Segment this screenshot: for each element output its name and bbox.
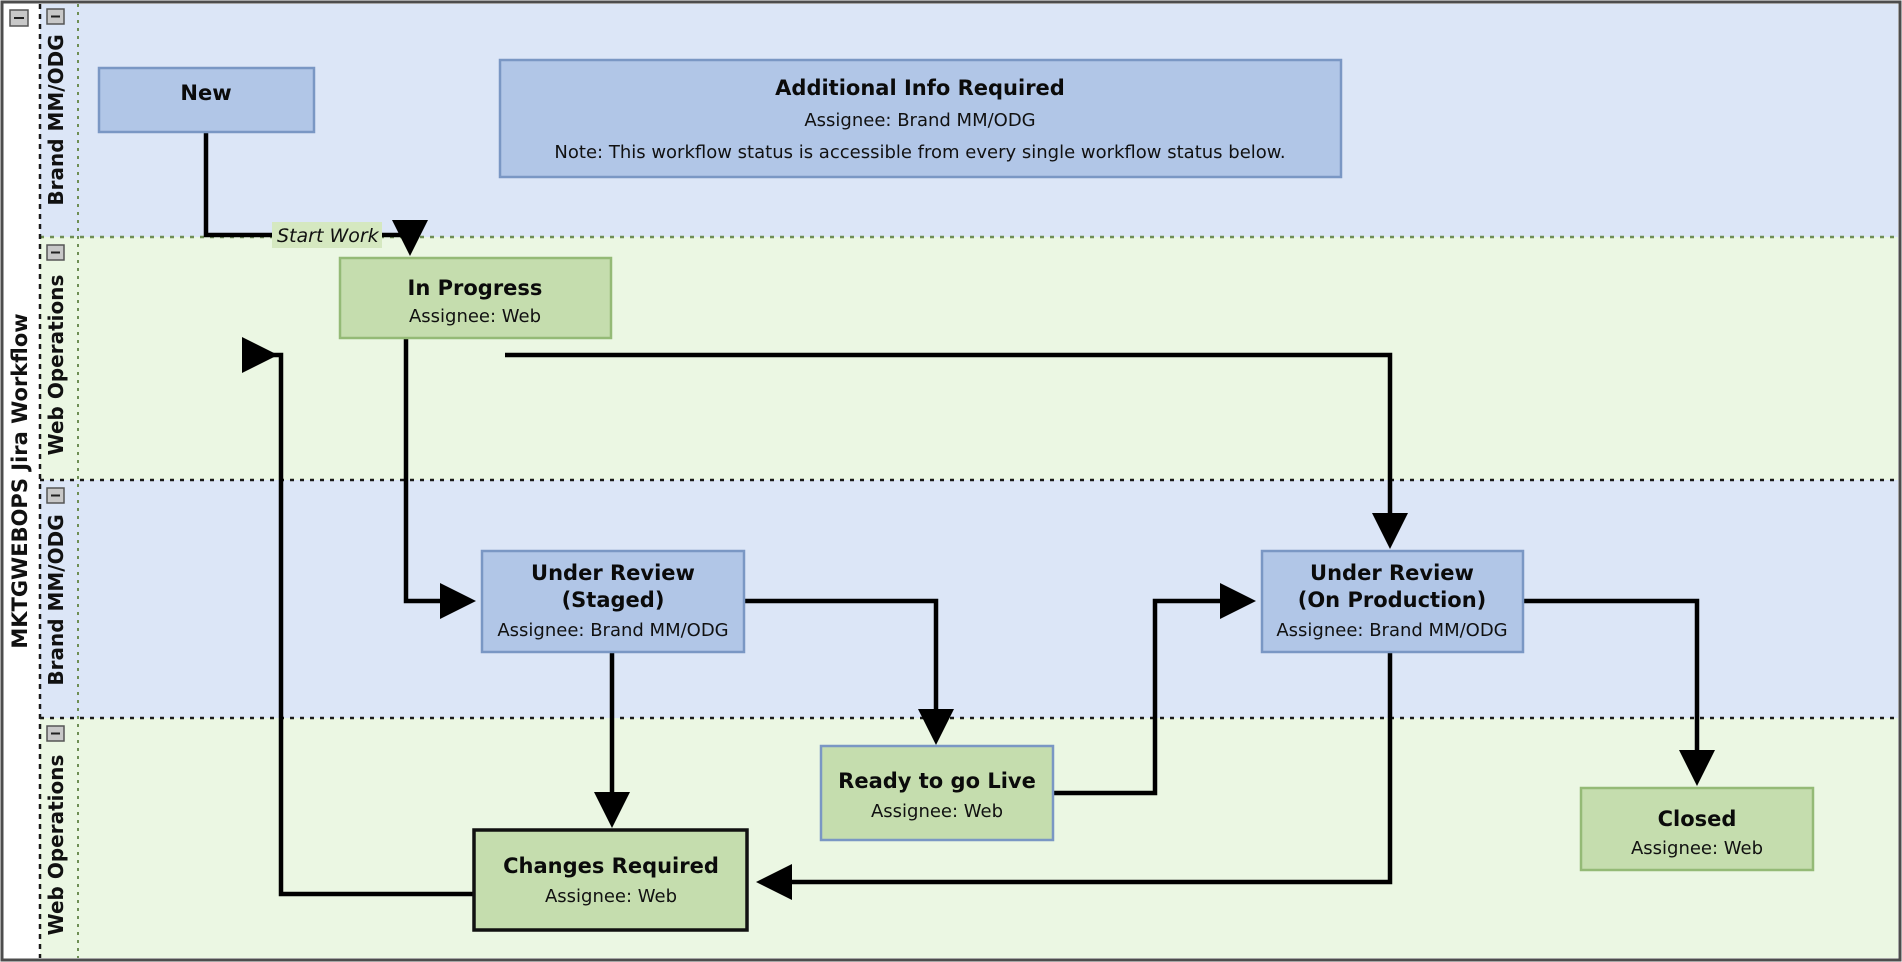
pool-collapse-icon[interactable] (9, 9, 29, 27)
node-additional-info-title: Additional Info Required (775, 76, 1065, 100)
node-new[interactable]: New (97, 66, 316, 134)
lane-label-brand-1: Brand MM/ODG (44, 34, 68, 205)
node-additional-info-assignee: Assignee: Brand MM/ODG (804, 110, 1035, 131)
lane-header-brand-1: Brand MM/ODG (44, 34, 68, 205)
node-under-review-staged-assignee: Assignee: Brand MM/ODG (497, 620, 728, 641)
edge-in-progress-to-production (505, 352, 1408, 549)
pool-title: MKTGWEBOPS Jira Workflow (8, 313, 32, 648)
node-ready-to-go-live-title: Ready to go Live (838, 769, 1036, 793)
node-in-progress-title: In Progress (408, 276, 543, 300)
node-additional-info-note: Note: This workflow status is accessible… (554, 142, 1285, 163)
edge-production-to-closed (1523, 598, 1715, 786)
lane-header-brand-2: Brand MM/ODG (44, 514, 68, 685)
node-under-review-production-title-line1: Under Review (1310, 561, 1474, 585)
node-closed-assignee: Assignee: Web (1631, 838, 1763, 859)
lane-header-web-1: Web Operations (44, 275, 68, 456)
edge-in-progress-to-staged (403, 338, 476, 619)
node-ready-to-go-live[interactable]: Ready to go Live Assignee: Web (819, 744, 1055, 842)
edge-staged-to-ready (744, 598, 954, 745)
lane-collapse-icon-brand-2[interactable] (46, 487, 65, 504)
lane-label-web-1: Web Operations (44, 275, 68, 456)
lane-collapse-icon-web-2[interactable] (46, 725, 65, 742)
node-under-review-staged[interactable]: Under Review (Staged) Assignee: Brand MM… (480, 549, 746, 654)
node-under-review-staged-title-line1: Under Review (531, 561, 695, 585)
lane-collapse-icon-brand-1[interactable] (46, 8, 65, 25)
pool-title-label: MKTGWEBOPS Jira Workflow (8, 313, 32, 648)
lane-label-brand-2: Brand MM/ODG (44, 514, 68, 685)
node-changes-required[interactable]: Changes Required Assignee: Web (472, 828, 749, 932)
node-under-review-staged-title-line2: (Staged) (562, 588, 665, 612)
node-ready-to-go-live-assignee: Assignee: Web (871, 801, 1003, 822)
lane-label-web-2: Web Operations (44, 755, 68, 936)
edge-ready-to-production (1053, 583, 1256, 796)
node-new-title: New (180, 81, 231, 105)
node-changes-required-assignee: Assignee: Web (545, 886, 677, 907)
node-additional-info-required[interactable]: Additional Info Required Assignee: Brand… (498, 58, 1343, 179)
node-in-progress[interactable]: In Progress Assignee: Web (338, 256, 613, 340)
lane-header-web-2: Web Operations (44, 755, 68, 936)
lane-background-web-1 (40, 237, 1898, 480)
node-closed[interactable]: Closed Assignee: Web (1579, 786, 1815, 872)
node-under-review-on-production[interactable]: Under Review (On Production) Assignee: B… (1260, 549, 1525, 654)
node-in-progress-assignee: Assignee: Web (409, 306, 541, 327)
lane-collapse-icon-web-1[interactable] (46, 244, 65, 261)
edge-label-start-work: Start Work (272, 222, 382, 248)
node-under-review-production-title-line2: (On Production) (1298, 588, 1487, 612)
node-closed-title: Closed (1658, 807, 1737, 831)
node-under-review-production-assignee: Assignee: Brand MM/ODG (1276, 620, 1507, 641)
edge-label-start-work-text: Start Work (277, 225, 380, 247)
node-changes-required-title: Changes Required (503, 854, 719, 878)
